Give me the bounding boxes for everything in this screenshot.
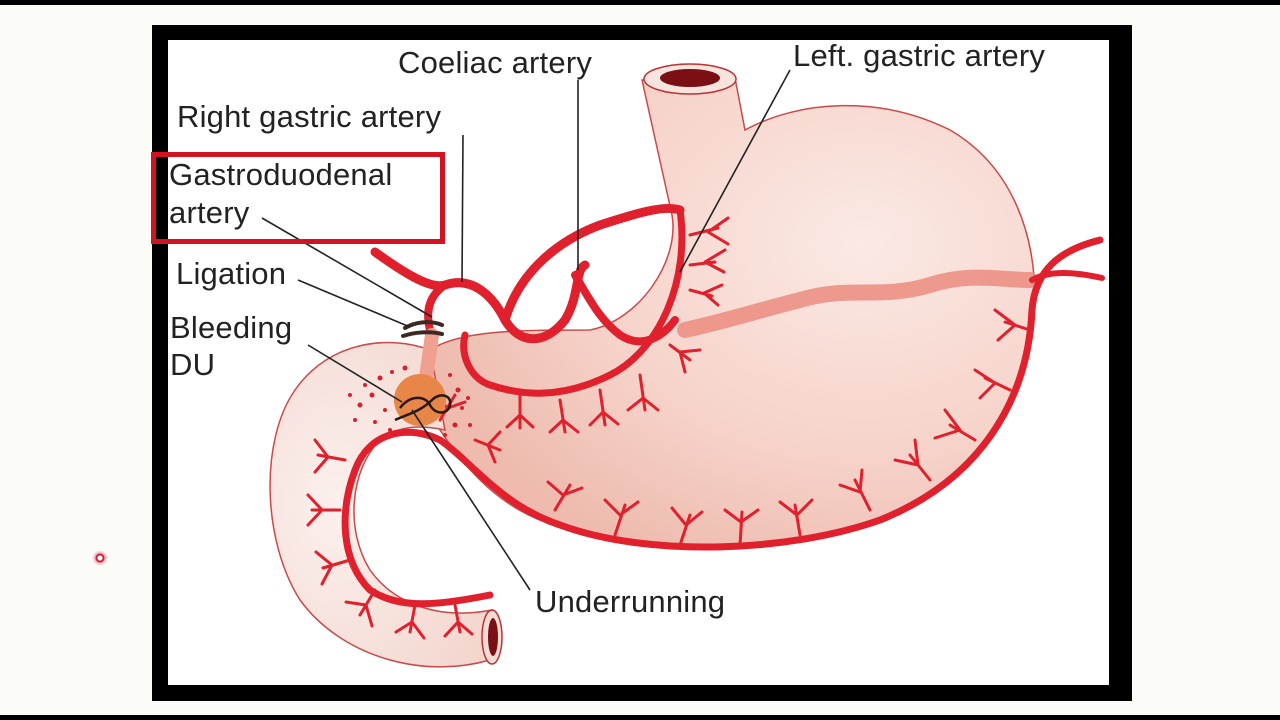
laser-pointer-icon	[92, 550, 108, 566]
gastroduodenal-label-line1: Gastroduodenal	[169, 157, 393, 192]
ligation-tie	[401, 320, 444, 338]
lesser-curvature-artery	[460, 206, 686, 397]
gastroduodenal-label-line2: artery	[169, 195, 250, 230]
right-gastric-artery-label: Right gastric artery	[177, 99, 442, 134]
underrunning-stitch	[394, 394, 452, 422]
blood-spots	[348, 365, 472, 437]
duodenum	[269, 341, 493, 668]
right-gastric-branch	[424, 281, 449, 334]
bottom-black-bar	[0, 715, 1280, 720]
stomach-wavy-band	[677, 269, 1038, 338]
coeliac-artery-label: Coeliac artery	[398, 45, 593, 80]
bleeding-ulcer	[394, 374, 446, 426]
ligation-label: Ligation	[176, 256, 287, 291]
greater-curvature-artery	[341, 236, 1104, 608]
top-black-bar	[0, 0, 1280, 5]
bleeding-label-line2: DU	[170, 347, 216, 382]
coeliac-loop	[500, 203, 685, 325]
bleeding-label-line1: Bleeding	[170, 310, 293, 345]
underrunning-label: Underrunning	[535, 584, 726, 619]
leader-lines	[261, 69, 791, 591]
left-gastric-artery-label: Left. gastric artery	[793, 38, 1046, 73]
gastroduodenal-highlight-box	[151, 152, 445, 244]
